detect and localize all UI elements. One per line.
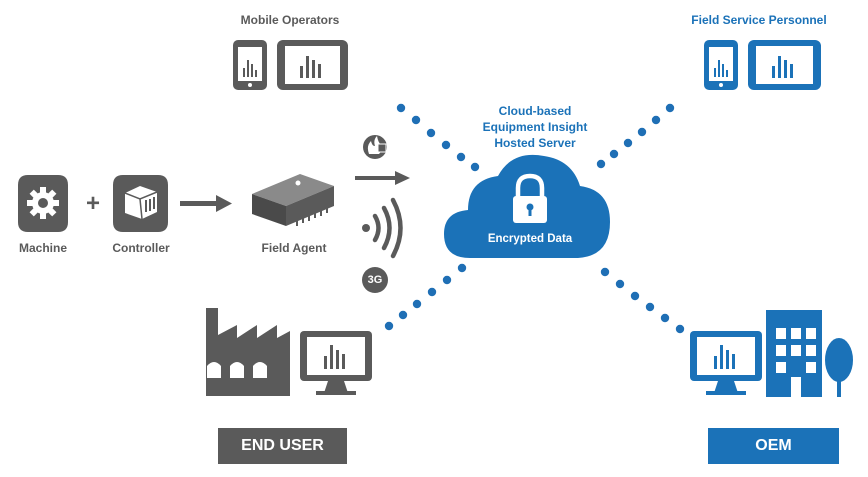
machine-label: Machine [18,241,67,255]
cloud-caption-line-2: Equipment Insight [482,120,588,134]
tablet-icon [748,40,821,90]
dotted-connector-top-right [596,103,675,169]
arrow-icon [355,171,410,185]
field-service-personnel-label: Field Service Personnel [691,13,827,27]
monitor-icon [690,331,762,395]
cellular-3g-icon: 3G [362,267,388,293]
oem-badge: OEM [708,428,839,464]
dotted-connector-bottom-right [600,267,685,334]
tree-icon [825,338,853,397]
office-building-icon [766,310,822,397]
field-agent-device-icon [252,174,334,226]
dotted-connector-top-left [396,103,480,172]
dotted-connector-bottom-left [384,263,467,331]
cloud-caption-line-1: Cloud-based [498,104,572,118]
end-user-badge: END USER [218,428,347,464]
arrow-icon [180,195,232,212]
tablet-icon [277,40,348,90]
field-agent-label: Field Agent [261,241,327,255]
controller-icon [113,175,168,232]
phone-icon [233,40,267,90]
cloud-caption-line-3: Hosted Server [494,136,576,150]
factory-icon [206,308,290,396]
firewall-icon [363,135,387,159]
mobile-operators-label: Mobile Operators [240,13,340,27]
monitor-icon [300,331,372,395]
controller-label: Controller [112,241,170,255]
plus-sign: + [85,190,100,217]
phone-icon [704,40,738,90]
lock-icon [513,173,547,223]
cloud-server-caption: Cloud-based Equipment Insight Hosted Ser… [470,103,600,151]
wifi-icon [362,197,403,259]
gear-icon [18,175,68,232]
encrypted-data-label: Encrypted Data [487,233,573,245]
